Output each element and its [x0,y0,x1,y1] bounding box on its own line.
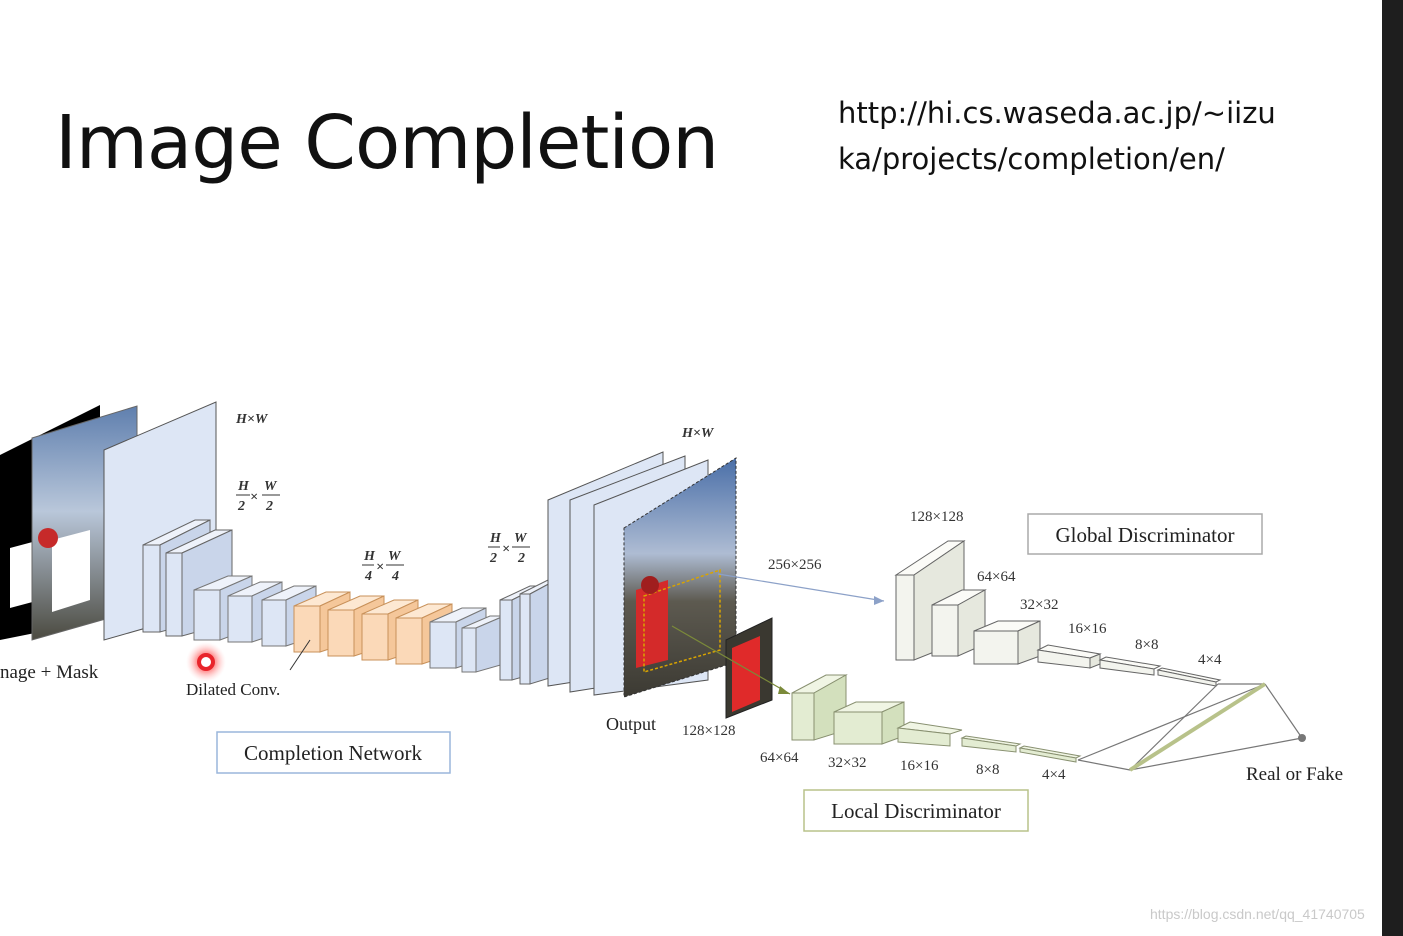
local-size-32: 32×32 [828,755,866,771]
dim-times-2: × [376,560,384,575]
dim-h2-den: 2 [237,499,245,514]
global-size-256: 256×256 [768,557,822,573]
fully-connected-layer [1128,682,1267,772]
local-size-64: 64×64 [760,750,799,766]
project-url-line-2[interactable]: ka/projects/completion/en/ [838,142,1225,176]
upsample-blocks [429,607,505,673]
dim-h2b-num: H [489,531,502,546]
local-discriminator-blocks [791,674,1082,763]
project-url[interactable]: http://hi.cs.waseda.ac.jp/~iizu ka/proje… [838,90,1308,182]
dim-hw-output: H×W [681,426,715,441]
global-input-arrow [717,573,885,602]
dilated-conv-blocks [293,591,453,665]
output-label: Output [606,714,656,734]
input-label: nage + Mask [0,662,99,683]
local-input-arrow [671,625,791,695]
output-image [623,457,737,698]
dilated-conv-label: Dilated Conv. [186,680,280,699]
local-crop-image [725,617,773,719]
local-size-4: 4×4 [1042,767,1066,783]
dim-times-3: × [502,542,510,557]
local-size-128: 128×128 [682,723,735,739]
global-size-8: 8×8 [1135,637,1158,653]
dilated-conv-pointer [289,639,311,671]
local-discriminator-label: Local Discriminator [831,799,1001,823]
local-size-16: 16×16 [900,758,939,774]
dim-w4-den: 4 [391,569,399,584]
local-discriminator-box [803,789,1029,832]
global-size-16: 16×16 [1068,621,1107,637]
global-discriminator-blocks [894,540,1222,687]
encoder-blocks [142,519,233,637]
dilated-conv-marker [197,653,215,671]
dim-h4-den: 4 [364,569,372,584]
dim-h2-num: H [237,479,250,494]
dim-w2b-num: W [514,531,528,546]
slide-title: Image Completion [55,100,719,186]
dim-h4-num: H [363,549,376,564]
global-discriminator-box [1027,513,1263,555]
local-input-arrowhead [778,686,790,694]
dim-w2-num: W [264,479,278,494]
project-url-line-1[interactable]: http://hi.cs.waseda.ac.jp/~iizu [838,96,1276,130]
completion-network-label: Completion Network [244,741,422,765]
global-size-32: 32×32 [1020,597,1058,613]
real-or-fake-label: Real or Fake [1246,764,1343,785]
global-input-arrowhead [874,596,884,605]
watermark: https://blog.csdn.net/qq_41740705 [1150,906,1365,922]
global-size-4: 4×4 [1198,652,1222,668]
global-discriminator-label: Global Discriminator [1055,523,1234,547]
global-size-64: 64×64 [977,569,1016,585]
output-node [1298,734,1306,742]
dim-w2-den: 2 [265,499,273,514]
window-edge-bar [1382,0,1403,936]
global-size-128: 128×128 [910,509,963,525]
completion-network-box [216,731,451,774]
dim-w2b-den: 2 [517,551,525,566]
local-size-8: 8×8 [976,762,999,778]
dim-hw-input: H×W [235,412,269,427]
dim-h2b-den: 2 [489,551,497,566]
dim-times-1: × [250,490,258,505]
dim-w4-num: W [388,549,402,564]
fusion-connections [1077,683,1303,771]
